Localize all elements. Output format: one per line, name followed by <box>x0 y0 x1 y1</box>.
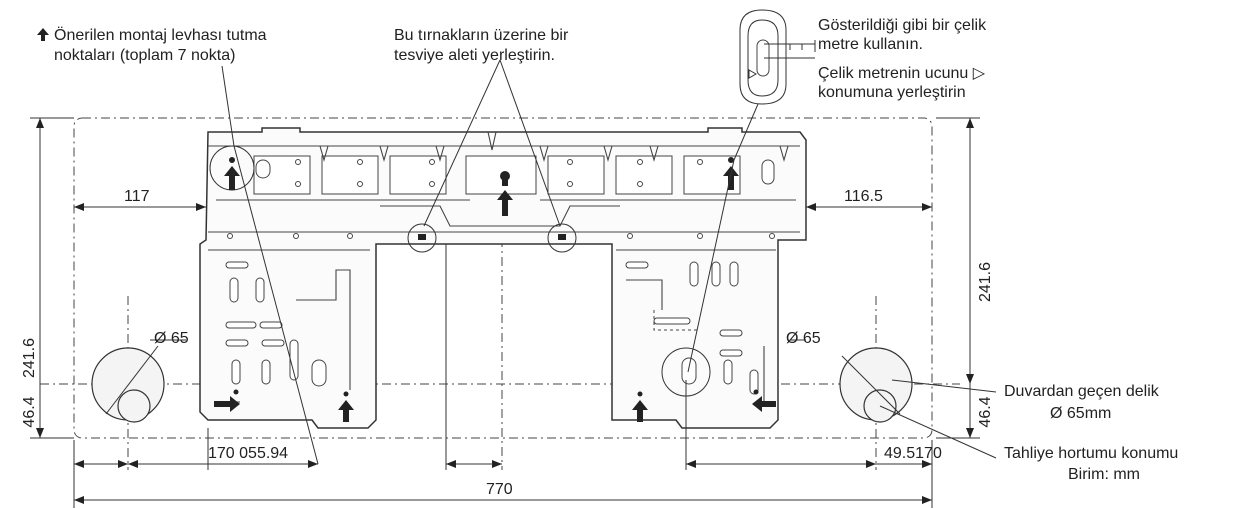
tape-text-2: metre kullanın. <box>818 36 923 53</box>
level-tab-left-circle <box>407 223 437 253</box>
tape-text-1: Gösterildiği gibi bir çelik <box>818 17 987 34</box>
dim-right-height: 241.6 <box>977 262 994 302</box>
mounting-plate <box>199 127 807 429</box>
holding-points-text-1: Önerilen montaj levhası tutma <box>54 26 267 44</box>
holding-points-text-2: noktaları (toplam 7 nokta) <box>54 47 235 64</box>
tape-text-4: konumuna yerleştirin <box>818 84 966 101</box>
unit-outline <box>73 117 933 439</box>
dim-right-low: 46.4 <box>977 396 994 427</box>
drain-text-2: Birim: mm <box>1068 466 1140 483</box>
dim-bottom-left: 170 055.94 <box>208 445 288 462</box>
wall-hole-text-2: Ø 65mm <box>1050 405 1111 422</box>
right-upper-slot <box>761 159 775 185</box>
level-tab-right-circle <box>547 223 577 253</box>
top-tabs <box>319 131 789 163</box>
dim-left-low: 46.4 <box>21 396 38 427</box>
center-keyhole <box>500 171 510 186</box>
right-leg-details <box>616 249 776 402</box>
drain-text-1: Tahliye hortumu konumu <box>1004 445 1178 462</box>
dim-right-offset: 116.5 <box>844 188 883 205</box>
dim-total-width: 770 <box>486 481 513 498</box>
tape-measure-inset <box>739 9 816 105</box>
dim-left-height: 241.6 <box>21 338 38 378</box>
dim-bottom-right: 49.5170 <box>884 445 942 462</box>
holding-arrows <box>214 157 776 422</box>
plate-center-channel <box>380 205 620 227</box>
upper-cutouts <box>253 155 741 195</box>
level-tab-right <box>558 234 566 240</box>
up-arrow-icon <box>37 28 49 41</box>
dim-left-diameter: Ø 65 <box>154 330 189 347</box>
level-tool-text-1: Bu tırnakların üzerine bir <box>394 27 569 44</box>
upper-small-holes <box>227 159 775 239</box>
tape-text-3: Çelik metrenin ucunu ▷ <box>818 65 986 82</box>
dim-right-diameter: Ø 65 <box>786 330 821 347</box>
left-drain-hole <box>117 389 151 423</box>
dimension-lines <box>30 117 980 508</box>
holding-points-label: Önerilen montaj levhası tutma noktaları … <box>37 26 267 64</box>
leader-lines <box>150 59 997 465</box>
left-diameter-line <box>105 345 159 415</box>
dim-left-offset: 117 <box>124 188 150 205</box>
left-upper-slot <box>255 159 271 179</box>
level-tool-text-2: tesviye aleti yerleştirin. <box>394 47 555 64</box>
level-tab-left <box>418 234 426 240</box>
wall-hole-text-1: Duvardan geçen delik <box>1004 383 1160 400</box>
right-diameter-line <box>841 355 901 415</box>
